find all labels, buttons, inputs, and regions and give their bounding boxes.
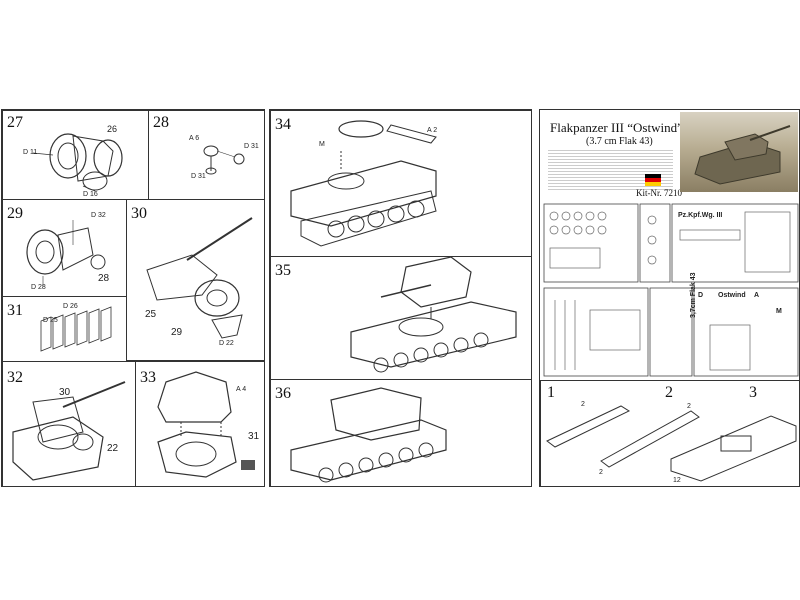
part-label: M <box>319 141 325 148</box>
right-instruction-sheet: Flakpanzer III “Ostwind” (3.7 cm Flak 43… <box>539 109 800 487</box>
step-35-panel: 35 <box>270 256 531 380</box>
step-number: 30 <box>131 205 147 222</box>
part-label: A 2 <box>427 127 438 134</box>
step-number: 29 <box>7 205 23 222</box>
step-number: 34 <box>275 116 291 133</box>
part-label: 25 <box>145 309 157 320</box>
part-label: D 28 <box>31 284 46 291</box>
part-label: D 32 <box>91 212 106 219</box>
part-label: D 22 <box>219 340 234 347</box>
step-number: 31 <box>7 302 23 319</box>
sprue-label: 3,7cm Flak 43 <box>690 272 697 318</box>
step-31-drawing <box>40 306 112 352</box>
part-label: 26 <box>107 124 118 134</box>
sprue-label: Pz.Kpf.Wg. III <box>678 212 723 219</box>
step-number: 2 <box>665 384 673 401</box>
part-label: A 6 <box>189 135 200 142</box>
step-30-drawing <box>146 217 253 339</box>
step-32-drawing <box>12 381 126 481</box>
part-label: 2 <box>581 401 585 408</box>
kit-subtitle: (3.7 cm Flak 43) <box>586 136 653 147</box>
part-label: D 31 <box>244 143 259 150</box>
steps-1-3-panel: 1 2 3 2 2 2 12 <box>540 380 799 486</box>
step-35-drawing <box>350 257 517 373</box>
steps-1-3-drawing <box>546 405 797 482</box>
step-number: 28 <box>153 114 169 131</box>
step-36-drawing <box>290 387 447 483</box>
part-label: 12 <box>673 477 681 484</box>
box-photo <box>680 112 798 192</box>
sprue-label: M <box>776 308 782 315</box>
sprue-drawings <box>543 203 799 377</box>
step-33-drawing <box>157 371 255 478</box>
part-label: 29 <box>171 327 183 338</box>
left-instruction-sheet: 27 26 D 11 D 16 28 A 6 D 31 D 31 29 <box>1 109 265 487</box>
sprue-label: Ostwind <box>718 292 746 299</box>
part-label: A 4 <box>236 386 247 393</box>
sprue-label: D <box>698 292 704 299</box>
kit-title: Flakpanzer III “Ostwind” <box>550 120 683 135</box>
step-number: 36 <box>275 385 291 402</box>
step-number: 1 <box>547 384 555 401</box>
step-number: 35 <box>275 262 291 279</box>
step-27-panel: 27 26 D 11 D 16 <box>2 110 149 200</box>
part-label: 31 <box>248 431 260 442</box>
part-label: D 11 <box>23 149 38 156</box>
german-flag-icon <box>645 174 661 186</box>
part-label: D 26 <box>63 303 78 310</box>
step-33-panel: 33 A 4 31 <box>135 361 264 486</box>
step-30-panel: 30 25 29 D 22 <box>126 199 264 361</box>
part-label: 30 <box>59 387 71 398</box>
part-label: 28 <box>98 273 110 284</box>
step-28-drawing <box>203 145 245 175</box>
step-36-panel: 36 <box>270 379 531 486</box>
part-label: 2 <box>687 403 691 410</box>
part-label: D 25 <box>43 317 58 324</box>
step-32-panel: 32 30 22 <box>2 361 136 486</box>
step-number: 27 <box>7 114 23 131</box>
step-number: 32 <box>7 369 23 386</box>
sprue-label: A <box>754 292 760 299</box>
step-29-panel: 29 D 32 28 D 28 <box>2 199 127 297</box>
part-label: D 16 <box>83 191 98 198</box>
step-27-drawing <box>32 133 123 192</box>
part-label: D 31 <box>191 173 206 180</box>
step-number: 3 <box>749 384 757 401</box>
part-label: 2 <box>599 469 603 476</box>
part-label: 22 <box>107 443 119 454</box>
tank-photo-shape <box>694 125 791 185</box>
step-29-drawing <box>26 220 106 286</box>
step-28-panel: 28 A 6 D 31 D 31 <box>148 110 264 200</box>
parts-sprue-panel: Pz.Kpf.Wg. III D Ostwind A M 3,7cm Flak … <box>540 200 799 380</box>
step-34-drawing <box>290 120 437 247</box>
middle-instruction-sheet: 34 M A 2 35 36 <box>269 109 532 487</box>
step-31-panel: 31 D 26 D 25 <box>2 296 127 362</box>
kit-number: Kit-Nr. 7210 <box>636 188 682 198</box>
step-number: 33 <box>140 369 156 386</box>
title-panel: Flakpanzer III “Ostwind” (3.7 cm Flak 43… <box>540 110 799 200</box>
step-34-panel: 34 M A 2 <box>270 110 531 257</box>
